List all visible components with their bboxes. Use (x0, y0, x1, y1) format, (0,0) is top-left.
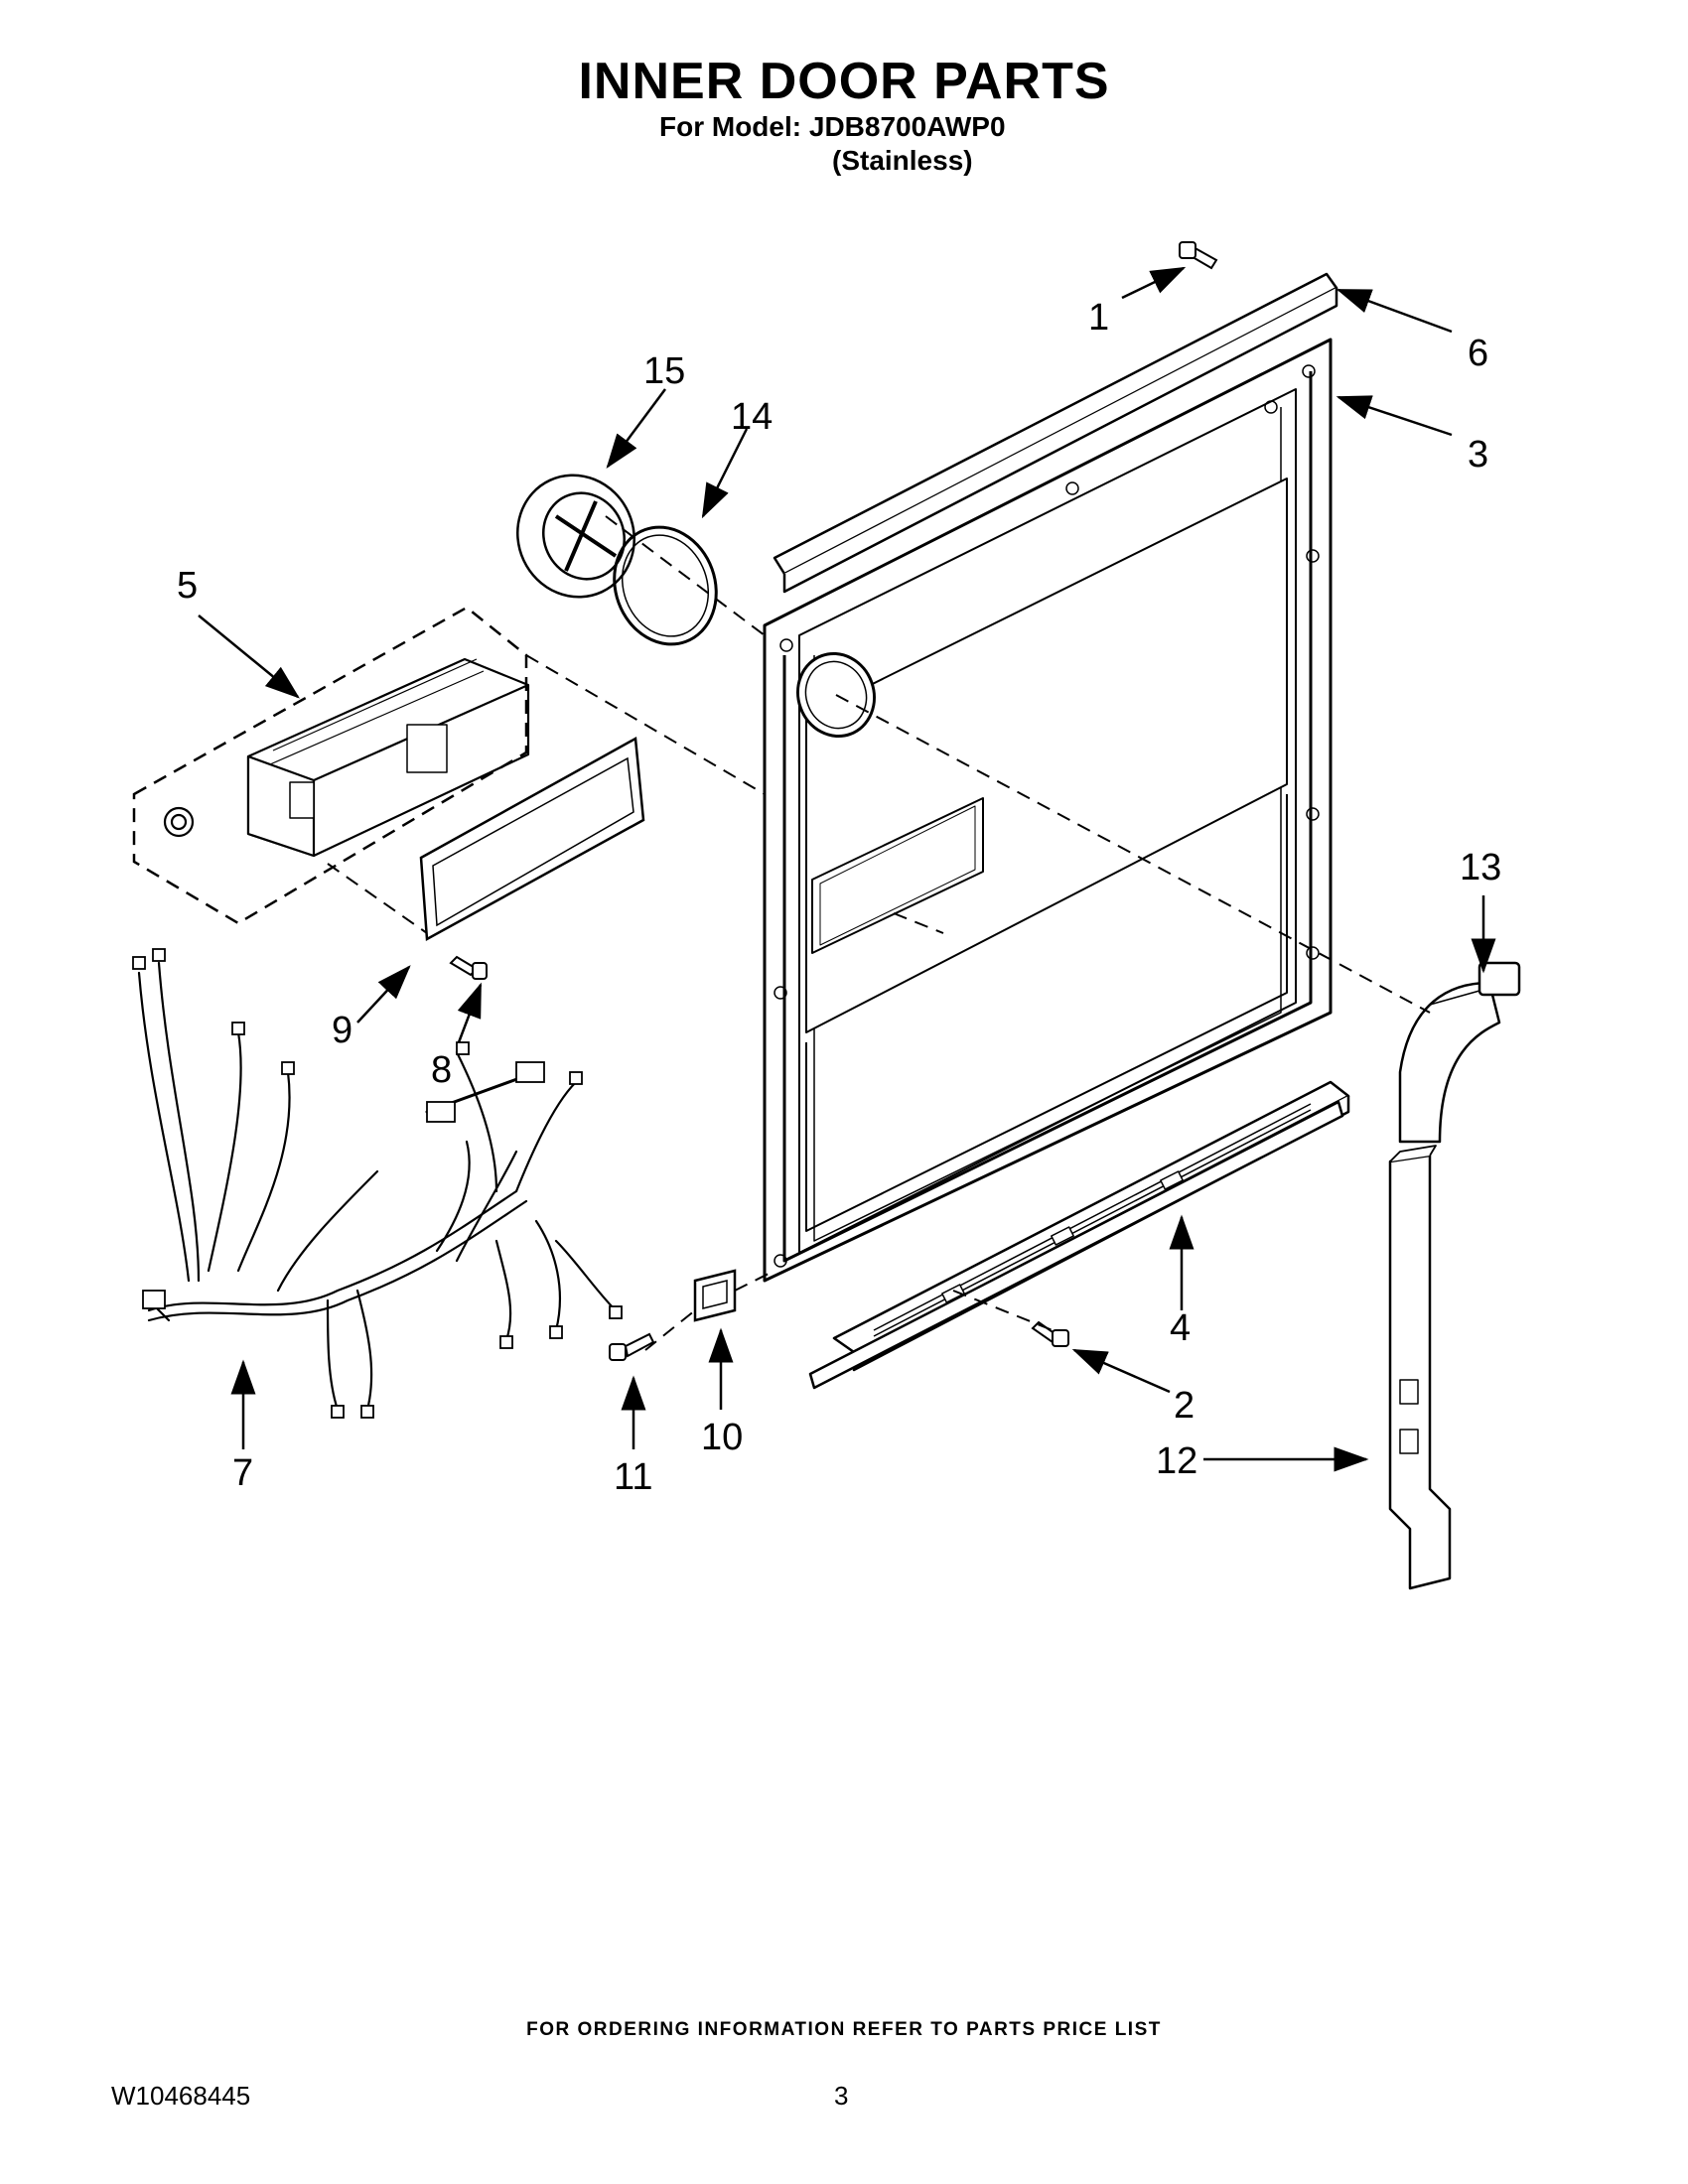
clip-bracket (693, 1269, 737, 1322)
callout-8: 8 (431, 1049, 452, 1091)
screw-part-11 (609, 1332, 655, 1361)
assembly-lines (327, 515, 1431, 1351)
callout-14: 14 (731, 396, 773, 438)
callout-2: 2 (1174, 1385, 1195, 1427)
callout-15: 15 (643, 350, 685, 392)
vent-duct (1388, 1145, 1452, 1590)
screw-part-1 (1179, 241, 1218, 270)
callout-5: 5 (177, 565, 198, 607)
callout-11: 11 (614, 1456, 652, 1498)
screw-part-8 (449, 955, 488, 980)
callout-7: 7 (232, 1452, 253, 1494)
screw-part-2 (1031, 1320, 1069, 1347)
callout-13: 13 (1460, 847, 1501, 888)
latch-switch (1398, 961, 1521, 1144)
callout-4: 4 (1170, 1307, 1191, 1349)
model-line: For Model: JDB8700AWP0 (659, 111, 1006, 142)
callout-12: 12 (1156, 1440, 1197, 1482)
control-group-outline (132, 606, 528, 925)
finish-line: (Stainless) (832, 145, 973, 176)
vent-housing (516, 474, 635, 599)
callout-3: 3 (1468, 434, 1488, 476)
top-trim-strip (773, 272, 1338, 594)
callout-arrows (198, 266, 1496, 1472)
harness-connectors (132, 948, 623, 1419)
control-panel-gasket (419, 736, 645, 942)
gasket-ring (613, 525, 718, 646)
inner-door-panel (763, 338, 1333, 1283)
callout-6: 6 (1468, 333, 1488, 374)
wiring-harness (137, 961, 618, 1412)
ordering-note: FOR ORDERING INFORMATION REFER TO PARTS … (526, 2019, 1162, 2040)
bottom-trim-vent (808, 1080, 1350, 1390)
control-module (163, 657, 530, 858)
callout-10: 10 (701, 1417, 743, 1458)
document-number: W10468445 (111, 2081, 251, 2111)
callout-9: 9 (332, 1010, 352, 1051)
page-number: 3 (834, 2081, 849, 2111)
callout-labels: 1 2 3 4 5 6 7 8 9 10 11 12 13 14 15 (177, 297, 1501, 1498)
page-title: INNER DOOR PARTS (578, 53, 1110, 110)
callout-1: 1 (1088, 297, 1109, 339)
